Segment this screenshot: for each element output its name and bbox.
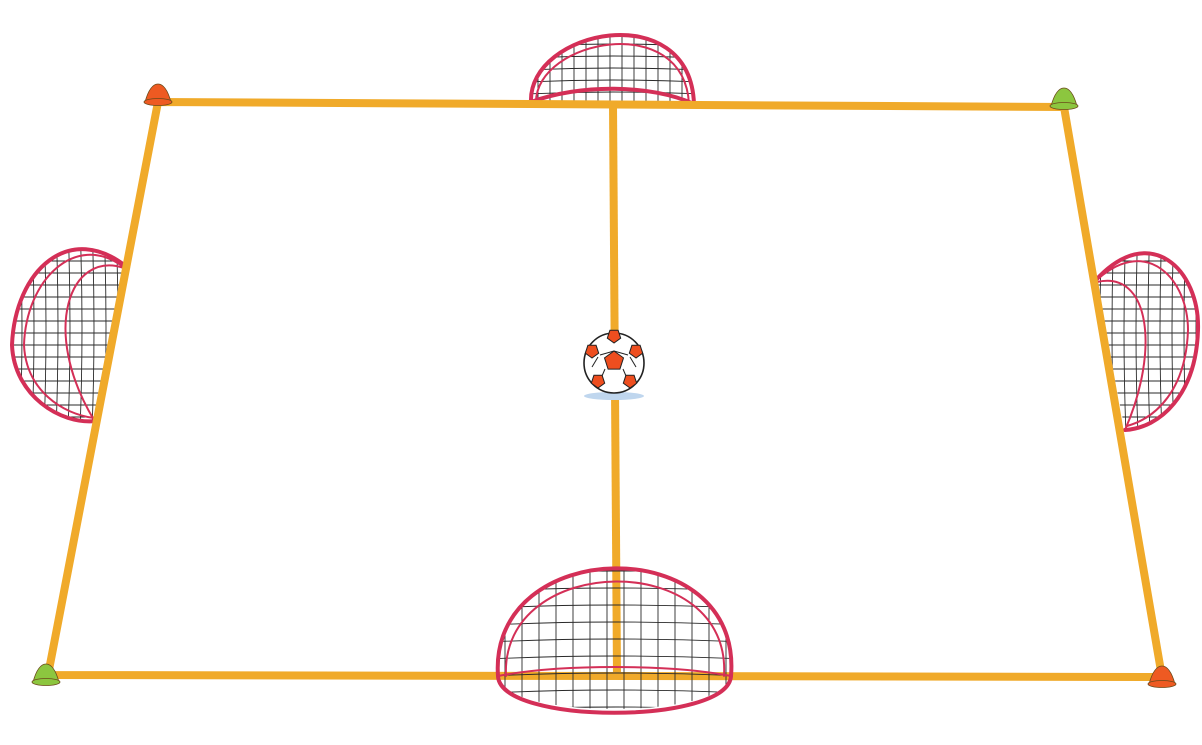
cone-base bbox=[144, 99, 172, 106]
cone-base bbox=[1148, 681, 1176, 688]
net-line bbox=[526, 80, 700, 82]
cone-base bbox=[32, 679, 60, 686]
soccer-ball bbox=[584, 330, 644, 400]
net-line bbox=[1136, 225, 1138, 435]
net-line bbox=[1148, 225, 1150, 435]
net-line bbox=[488, 707, 745, 710]
cone-base bbox=[1050, 103, 1078, 110]
net-line bbox=[488, 724, 745, 727]
net-line bbox=[68, 225, 70, 430]
goal-left-frame-inner bbox=[24, 255, 122, 418]
net-line bbox=[488, 690, 745, 693]
net-line bbox=[526, 8, 700, 10]
net-line bbox=[1184, 225, 1186, 435]
net-line bbox=[20, 225, 22, 430]
net-line bbox=[44, 225, 46, 430]
net-line bbox=[526, 20, 700, 22]
cone-bottom-left bbox=[32, 664, 60, 686]
cone-bottom-right bbox=[1148, 666, 1176, 688]
cone-top-right bbox=[1050, 88, 1078, 110]
goal-top bbox=[526, 8, 700, 110]
net-line bbox=[8, 225, 10, 430]
cone-top-left bbox=[144, 84, 172, 106]
net-line bbox=[32, 225, 34, 430]
